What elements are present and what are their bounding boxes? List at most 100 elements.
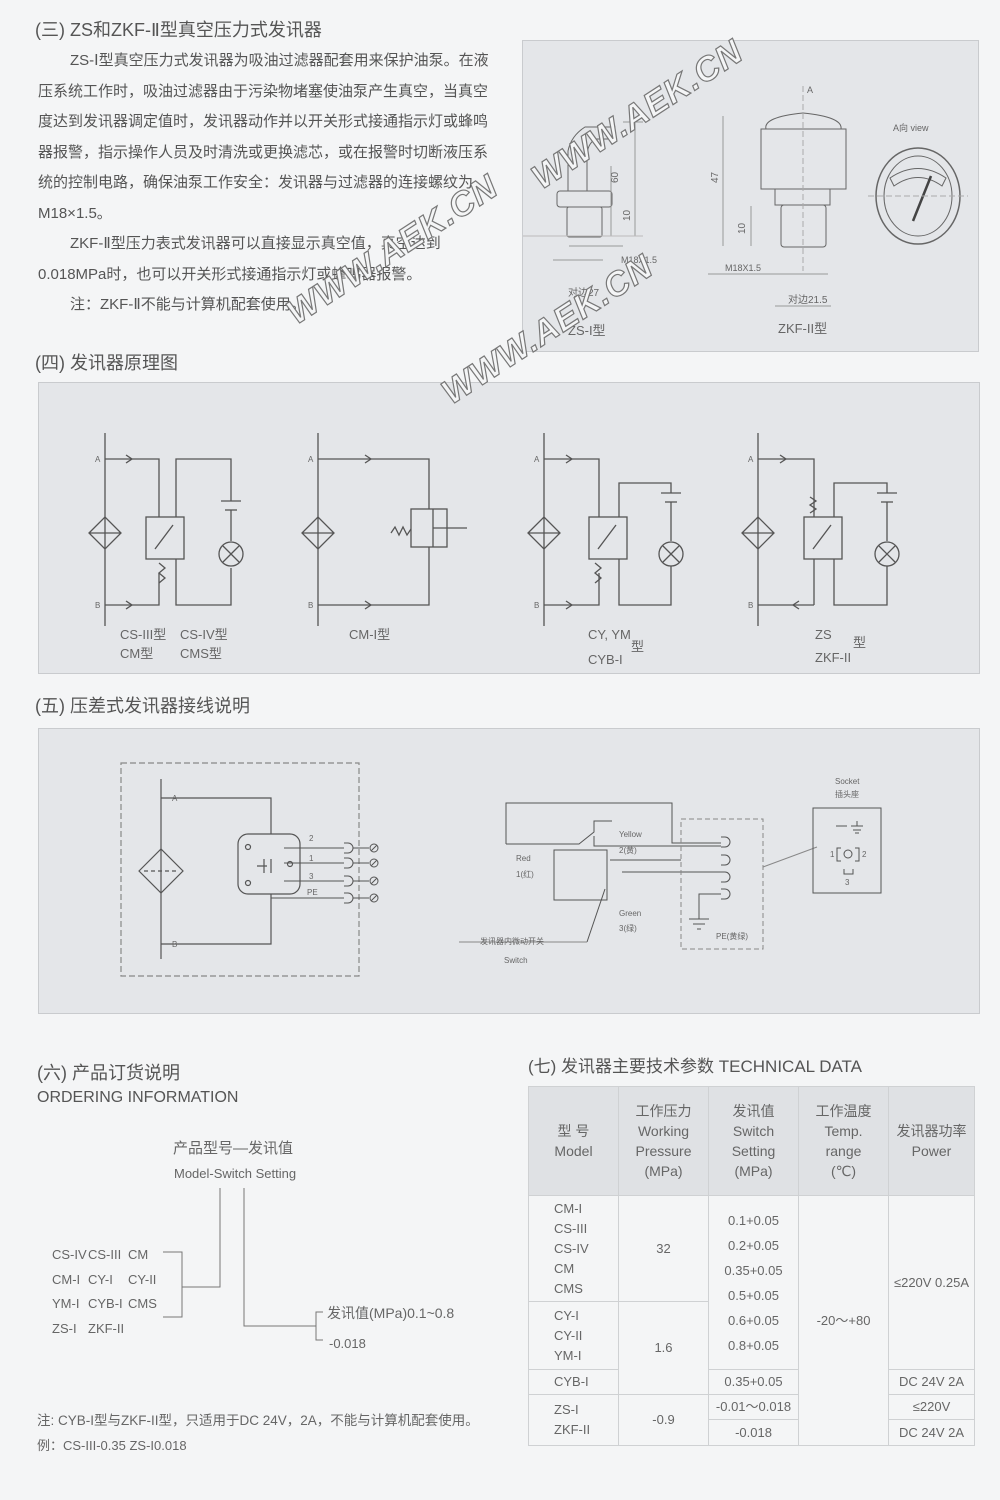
order-format-en: Model-Switch Setting (174, 1166, 297, 1181)
section6-title: (六) 产品订货说明 (37, 1063, 180, 1083)
zkf-switch: -0.018 (708, 1419, 799, 1446)
switch-en-label: Switch (504, 956, 528, 965)
order-setting-range: 发讯值(MPa)0.1~0.8 (327, 1305, 455, 1321)
port-a-label: A (308, 455, 314, 464)
socket-pin-3: 3 (845, 878, 850, 887)
diagram4-label1: ZS (815, 627, 832, 642)
schematic-panel: A B A B A B A B CS-III型 CM型 CS-IV型 CMS型 … (38, 382, 980, 674)
temp-range: -20～+80 (798, 1195, 889, 1446)
switch-cn-label: 发讯器内微动开关 (480, 936, 544, 946)
port-a-label: A (748, 455, 754, 464)
socket-pin-1: 1 (830, 850, 835, 859)
section3-note: 注：ZKF-Ⅱ不能与计算机配套使用。 (70, 296, 306, 313)
diagram3-suffix: 型 (631, 639, 645, 654)
zs-thread-len-dim: 10 (622, 209, 633, 221)
diagram4-suffix: 型 (853, 635, 867, 650)
order-format-cn: 产品型号—发讯值 (173, 1140, 294, 1157)
zs-thread-dim: M18X1.5 (621, 255, 657, 265)
wiring-diagrams: A B 2 1 3 PE Yellow 2(黄) Red 1(红) Green … (120, 762, 882, 977)
diagram1-label3: CS-IV型 (180, 627, 228, 642)
port-a-label: A (95, 455, 101, 464)
zs-pressure: -0.9 (618, 1394, 709, 1446)
terminal-label-3: 3 (309, 872, 314, 881)
port-b-label: B (95, 601, 100, 610)
section6-title-en: ORDERING INFORMATION (37, 1089, 239, 1106)
cyb-switch: 0.35+0.05 (708, 1369, 799, 1395)
group1-pressure: 32 (618, 1195, 709, 1302)
wiring-panel: A B 2 1 3 PE Yellow 2(黄) Red 1(红) Green … (38, 728, 980, 1014)
zkf-power: DC 24V 2A (888, 1419, 975, 1446)
zs-power: ≤220V (888, 1394, 975, 1420)
zs-switch: -0.01～0.018 (708, 1394, 799, 1420)
dimension-drawing: 60 10 M18X1.5 对边27 ZS-I型 47 10 M18X1.5 对… (523, 85, 968, 338)
group2-pressure: 1.6 (618, 1301, 709, 1395)
red-wire-label: Red (516, 854, 531, 863)
port-a-label: A (172, 794, 178, 803)
switch-wiring-diagram (459, 802, 882, 950)
section3-title: (三) ZS和ZKF-Ⅱ型真空压力式发讯器 (35, 20, 322, 40)
section7-title: (七) 发讯器主要技术参数 TECHNICAL DATA (528, 1057, 863, 1076)
dimension-drawing-panel: 60 10 M18X1.5 对边27 ZS-I型 47 10 M18X1.5 对… (522, 40, 979, 352)
diagram1-label2: CM型 (120, 646, 154, 661)
port-b-label: B (534, 601, 539, 610)
schematic-zs-zkf (741, 433, 900, 626)
order-setting-vacuum: -0.018 (329, 1336, 366, 1351)
terminal-label-pe: PE (307, 888, 318, 897)
port-a-label: A (534, 455, 540, 464)
socket-en-label: Socket (835, 777, 860, 786)
schematic-cy-ym (527, 433, 684, 626)
zs-model-label: ZS-I型 (568, 323, 606, 338)
cyb-power: DC 24V 2A (888, 1369, 975, 1395)
zkf-thread-dim: M18X1.5 (725, 263, 761, 273)
differential-sensor-diagram (120, 762, 379, 977)
order-example: 例：CS-III-0.35 ZS-I0.018 (37, 1438, 187, 1453)
socket-cn-label: 插头座 (835, 789, 859, 799)
port-b-label: B (172, 940, 177, 949)
terminal-label-1: 1 (309, 854, 314, 863)
zkf-height-dim: 47 (710, 171, 721, 183)
zs-hex-dim: 对边27 (568, 286, 600, 299)
table-row: -0.018 DC 24V 2A (529, 1419, 975, 1446)
port-b-label: B (748, 601, 753, 610)
table-row: CYB-I 0.35+0.05 DC 24V 2A (528, 1369, 975, 1395)
terminal-label-2: 2 (309, 834, 314, 843)
red-wire-cn: 1(红) (516, 869, 534, 879)
zs-height-dim: 60 (610, 171, 621, 183)
zkf-model-label: ZKF-II型 (778, 321, 827, 336)
view-arrow-label: A (807, 85, 813, 95)
pe-wire-label: PE(黄绿) (716, 931, 748, 941)
zs-sensor-outline (556, 126, 616, 238)
diagram3-label1: CY, YM (588, 627, 631, 642)
order-note: 注: CYB-I型与ZKF-II型，只适用于DC 24V，2A，不能与计算机配套… (37, 1413, 479, 1428)
socket-pin-2: 2 (862, 850, 867, 859)
schematic-cm-i (301, 433, 467, 626)
schematic-diagrams: A B A B A B A B (88, 433, 900, 626)
group12-power: ≤220V 0.25A (888, 1195, 975, 1370)
diagram2-label: CM-I型 (349, 627, 391, 642)
view-label: A向 view (893, 122, 929, 133)
zkf-thread-len-dim: 10 (737, 222, 748, 234)
section3-para2: ZKF-Ⅱ型压力表式发讯器可以直接显示真空值，真空达到0.018MPa时，也可以… (38, 235, 441, 283)
section5-title: (五) 压差式发讯器接线说明 (35, 696, 250, 716)
yellow-wire-label: Yellow (619, 830, 642, 839)
section3-body: ZS-Ⅰ型真空压力式发讯器为吸油过滤器配套用来保护油泵。在液压系统工作时，吸油过… (38, 46, 498, 321)
diagram4-label2: ZKF-II (815, 650, 852, 665)
green-wire-label: Green (619, 909, 641, 918)
zkf-hex-dim: 对边21.5 (788, 293, 828, 306)
